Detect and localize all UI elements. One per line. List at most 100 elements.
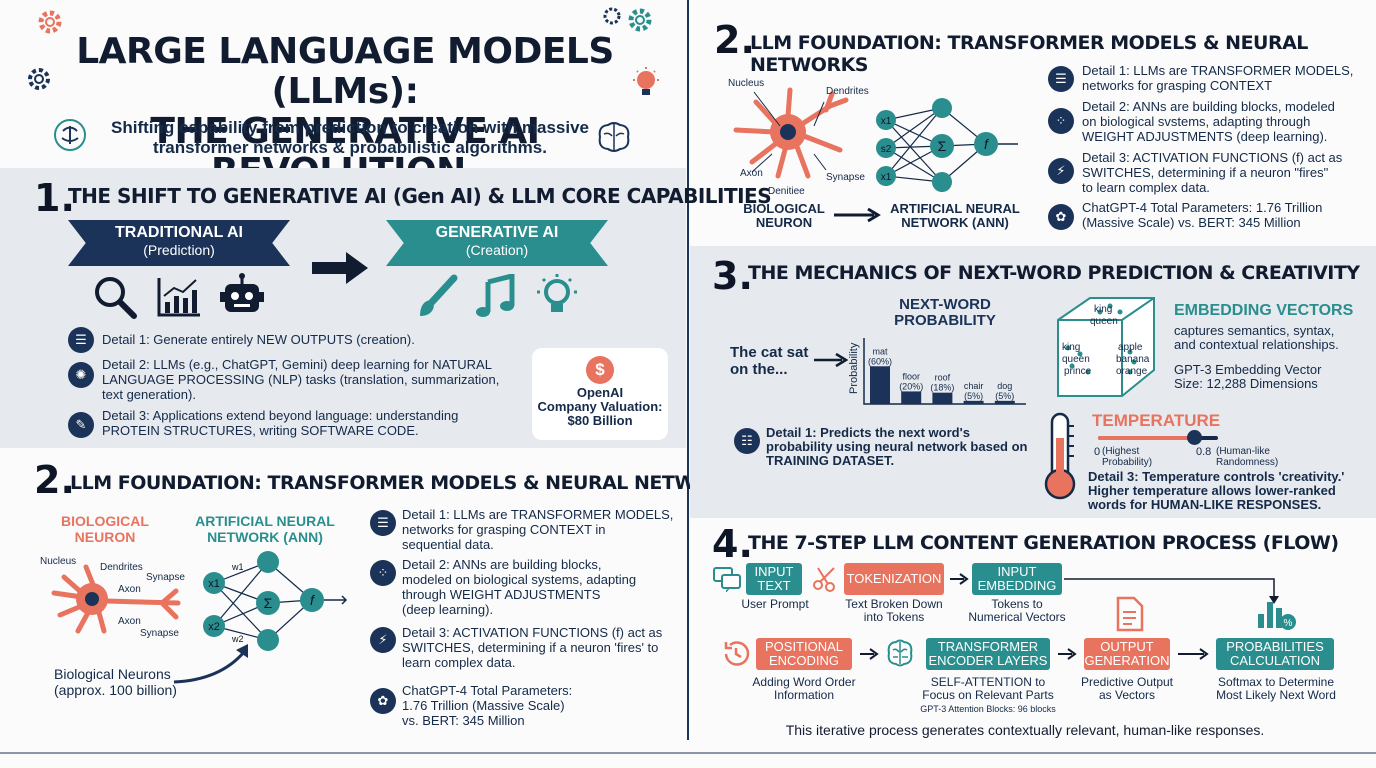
step7-caption: Softmax to Determine Most Likely Next Wo… <box>1204 676 1348 702</box>
arrow-right-icon <box>950 573 969 585</box>
step7-label2: CALCULATION <box>1229 653 1321 668</box>
chart-icon <box>157 278 200 317</box>
s2l-detail-8: Detail 3: ACTIVATION FUNCTIONS (f) act a… <box>402 625 663 640</box>
gear-icon <box>28 68 50 90</box>
s2r-detail-5: WEIGHT ADJUSTMENTS (deep learning). <box>1082 129 1328 144</box>
traditional-ai-banner <box>68 220 290 266</box>
svg-text:x1: x1 <box>881 116 892 127</box>
svg-text:s2: s2 <box>881 144 892 155</box>
s2l-detail-1: Detail 1: LLMs are TRANSFORMER MODELS, <box>402 507 674 522</box>
step-tokenization[interactable]: TOKENIZATION <box>844 563 944 595</box>
step6-label2: GENERATION <box>1084 653 1170 668</box>
step7-label1: PROBABILITIES <box>1226 639 1324 654</box>
temp-min-value: 0 <box>1094 446 1101 458</box>
emb-word-orange: orange <box>1116 366 1148 377</box>
step4-caption2: Information <box>773 688 835 702</box>
label-synapse-2: Synapse <box>140 628 179 639</box>
temperature-slider-knob[interactable] <box>1187 430 1202 445</box>
chart-title: NEXT-WORD PROBABILITY <box>880 297 1010 329</box>
prompt-line2: on the... <box>730 361 788 378</box>
section1-number: 1. <box>34 176 75 220</box>
s2l-detail-5: modeled on biological systems, adapting <box>402 572 637 587</box>
temperature-slider-track <box>1098 430 1218 445</box>
bio-neuron-title: BIOLOGICAL NEURON <box>40 513 170 545</box>
svg-text:%: % <box>1284 618 1293 629</box>
bio-label-2: NEURON <box>74 529 136 545</box>
step4-label2: ENCODING <box>768 653 840 668</box>
brain-icon <box>887 639 913 667</box>
lightbulb-icon <box>633 67 659 95</box>
ann-label-2: NETWORK (ANN) <box>207 529 323 545</box>
step-probabilities[interactable]: PROBABILITIES CALCULATION <box>1216 638 1334 670</box>
temp-detail-1: Detail 3: Temperature controls 'creativi… <box>1088 469 1345 484</box>
embedding-desc1: captures semantics, syntax, <box>1174 323 1335 338</box>
lightbulb-icon <box>537 274 577 312</box>
arrow-right-icon <box>1178 648 1209 660</box>
biological-neuron-diagram <box>51 564 181 634</box>
embedding-gpt1: GPT-3 Embedding Vector <box>1174 362 1322 377</box>
emb-word-prince: prince <box>1064 366 1092 377</box>
thermometer-icon <box>1044 412 1076 500</box>
traditional-ai-text: TRADITIONAL AI (Prediction) <box>68 224 290 259</box>
chart-category-label: floor <box>902 371 920 381</box>
step1-label1: INPUT <box>754 564 794 579</box>
step1-label2: TEXT <box>757 578 791 593</box>
arrow-right-icon <box>834 207 881 223</box>
step-transformer-encoder[interactable]: TRANSFORMER ENCODER LAYERS <box>926 638 1050 670</box>
step6-caption1: Predictive Output <box>1080 675 1174 689</box>
step6-caption2: as Vectors <box>1098 688 1156 702</box>
step-output-generation[interactable]: OUTPUT GENERATION <box>1084 638 1170 670</box>
openai-icon: ✿ <box>370 688 396 714</box>
section1-detail-3b: PROTEIN STRUCTURES, writing SOFTWARE COD… <box>102 423 419 438</box>
list-icon: ☰ <box>68 327 94 353</box>
bio-caption-2: NEURON <box>755 215 813 230</box>
page-title: LARGE LANGUAGE MODELS (LLMs): THE GENERA… <box>60 32 630 192</box>
s2r-detail-4: on biological svstems, adapting through <box>1082 114 1311 129</box>
syringe-icon: ✎ <box>68 412 94 438</box>
s2l-detail-11: ChatGPT-4 Total Parameters: <box>402 683 573 698</box>
step-input-embedding[interactable]: INPUT EMBEDDING <box>972 563 1062 595</box>
step-input-text[interactable]: INPUT TEXT <box>746 563 802 595</box>
section1-detail-3a: Detail 3: Applications extend beyond lan… <box>102 408 459 423</box>
subtitle-line2: transformer networks & probabilistic alg… <box>153 138 547 157</box>
attention-note: GPT-3 Attention Blocks: 96 blocks <box>920 704 1056 714</box>
s3-detail-1b: probability using neural network based o… <box>766 439 1028 454</box>
section1-detail-2a: Detail 2: LLMs (e.g., ChatGPT, Gemini) d… <box>102 357 492 372</box>
s2r-detail-8: to learn complex data. <box>1082 180 1210 195</box>
neurons-count: Biological Neurons (approx. 100 billion) <box>54 666 177 698</box>
embedding-cube <box>1057 297 1155 397</box>
section1-detail-1: Detail 1: Generate entirely NEW OUTPUTS … <box>102 332 415 347</box>
ann-caption: ARTIFICIAL NEURAL NETWORK (ANN) <box>880 202 1030 230</box>
s2l-detail-12: 1.76 Trillion (Massive Scale) <box>402 698 565 713</box>
step-positional-encoding[interactable]: POSITIONAL ENCODING <box>756 638 852 670</box>
label-synapse: Synapse <box>826 172 865 183</box>
center-divider <box>687 0 689 740</box>
step2-label1: TOKENIZATION <box>846 571 942 586</box>
gear-icon <box>628 8 652 32</box>
list-icon: ☰ <box>370 510 396 536</box>
bio-caption-1: BIOLOGICAL <box>743 201 825 216</box>
emb-word-queen-2: queen <box>1062 354 1090 365</box>
neurons-count-line2: (approx. 100 billion) <box>54 682 177 698</box>
music-note-icon <box>476 274 515 317</box>
step3-caption1: Tokens to <box>991 597 1043 611</box>
embedding-title: EMBEDDING VECTORS <box>1174 302 1354 319</box>
s3-detail-1c: TRAINING DATASET. <box>766 453 895 468</box>
generative-ai-banner <box>386 220 608 266</box>
svg-text:f: f <box>310 592 316 608</box>
s2l-detail-2: networks for grasping CONTEXT in <box>402 522 606 537</box>
section3-title: THE MECHANICS OF NEXT-WORD PREDICTION & … <box>748 262 1360 284</box>
s2l-detail-13: vs. BERT: 345 Million <box>402 713 525 728</box>
temperature-slider-fill <box>1098 436 1194 440</box>
s3-detail-1a: Detail 1: Predicts the next word's <box>766 425 970 440</box>
step5-label1: TRANSFORMER <box>937 639 1039 654</box>
chart-category-label: chair <box>964 381 984 391</box>
chart-bar-floor <box>901 391 922 404</box>
network-dots-icon: ⁘ <box>1048 108 1074 134</box>
s2r-detail-2: networks for grasping CONTEXT <box>1082 78 1273 93</box>
svg-text:f: f <box>984 136 990 152</box>
section1-detail-2c: text generation). <box>102 387 196 402</box>
svg-text:x1: x1 <box>208 578 220 590</box>
step7-caption1: Softmax to Determine <box>1217 675 1335 689</box>
traditional-ai-sub: (Prediction) <box>143 242 215 258</box>
